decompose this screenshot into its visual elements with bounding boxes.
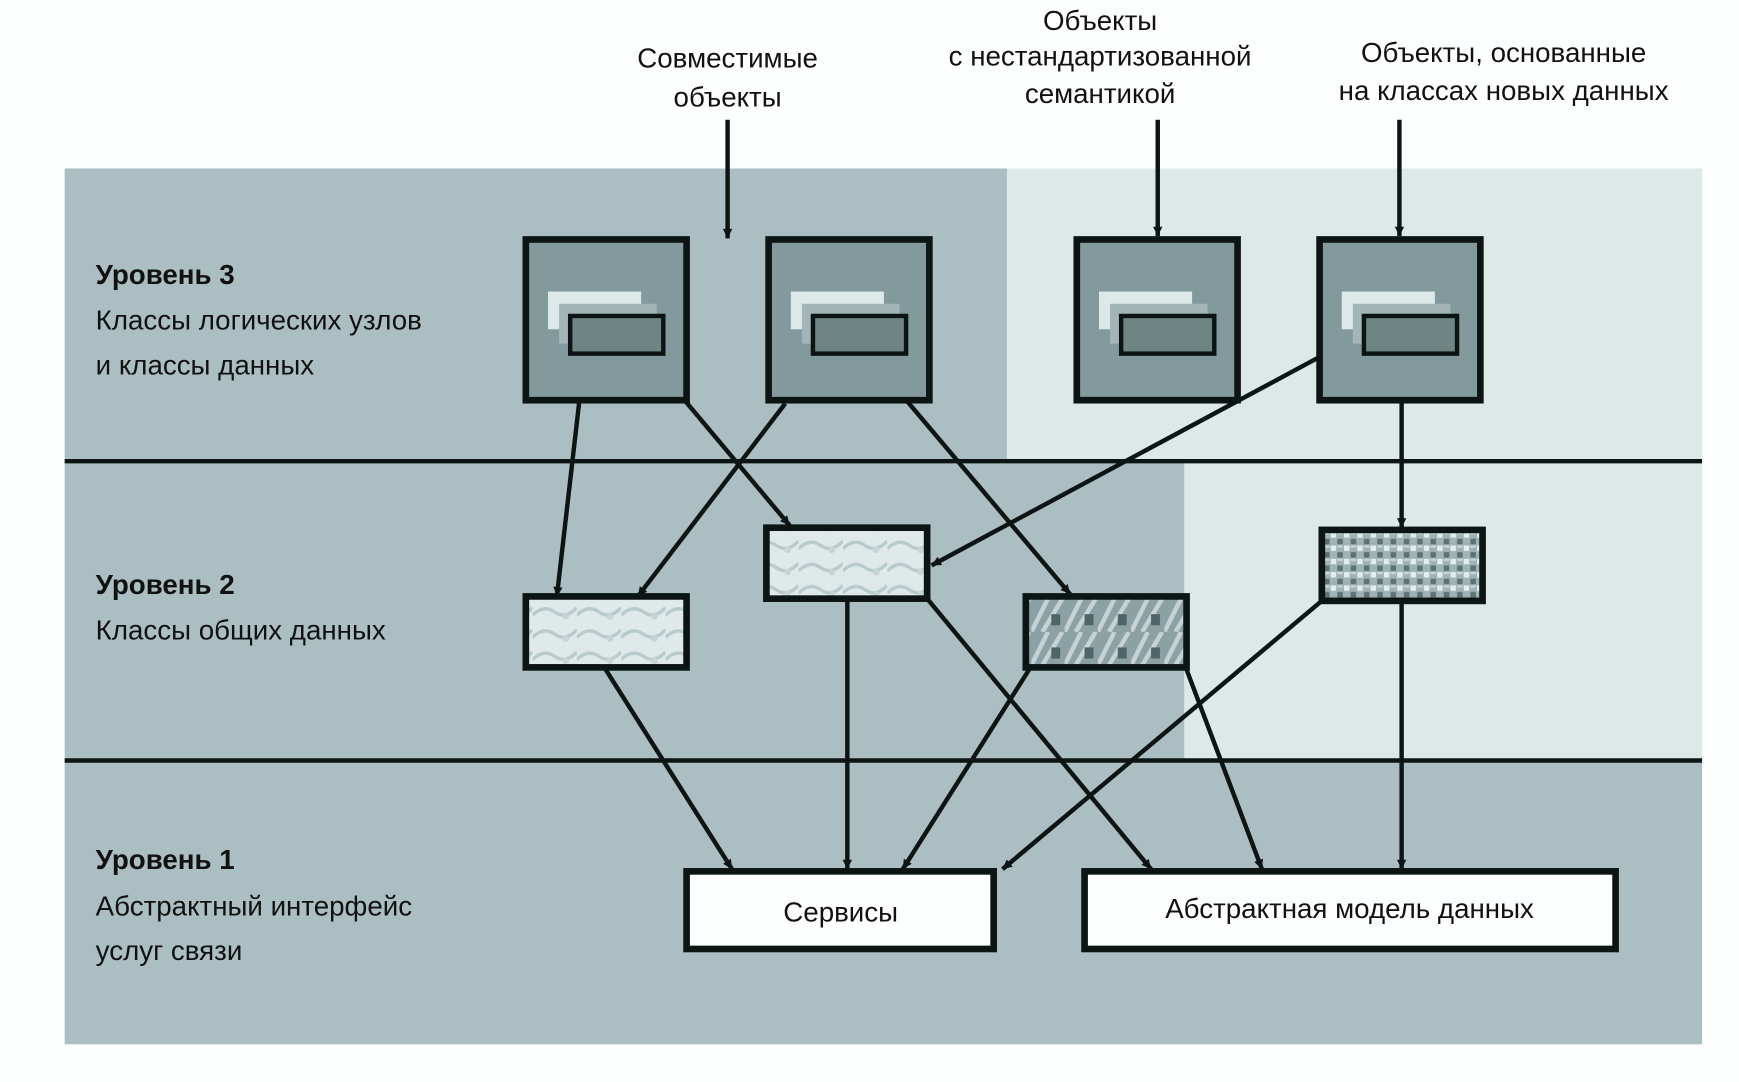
logical-node-2[interactable] xyxy=(765,236,933,404)
svg-text:Объекты: Объекты xyxy=(1043,5,1157,36)
common-data-class-1[interactable] xyxy=(522,593,690,671)
services-box[interactable]: Сервисы xyxy=(683,868,997,953)
edges xyxy=(553,119,1407,871)
common-data-class-3[interactable] xyxy=(1022,593,1190,671)
svg-text:Классы общих данных: Классы общих данных xyxy=(96,615,386,646)
abstract-data-model-box[interactable]: Абстрактная модель данных xyxy=(1081,868,1619,953)
logical-node-4[interactable] xyxy=(1316,236,1484,404)
svg-text:Уровень 2: Уровень 2 xyxy=(96,569,235,600)
abstract-data-model-label: Абстрактная модель данных xyxy=(1165,893,1534,924)
caption-nonstandard-objects: Объекты с нестандартизованной семантикой xyxy=(949,5,1252,109)
edge-cdc4-services xyxy=(1001,599,1324,871)
svg-text:Абстрактный интерфейс: Абстрактный интерфейс xyxy=(96,891,413,922)
node-icon-front xyxy=(1361,313,1460,356)
level3-label: Уровень 3 Классы логических узлов и клас… xyxy=(96,259,422,381)
edge-ln4-cdc2 xyxy=(930,355,1321,568)
edge-ln1-cdc1 xyxy=(553,403,582,597)
level2-label: Уровень 2 Классы общих данных xyxy=(96,569,386,645)
svg-text:на классах новых данных: на классах новых данных xyxy=(1339,75,1669,106)
edge-cdc3-services xyxy=(900,668,1032,871)
edge-cdc2-model xyxy=(925,597,1153,871)
svg-text:и классы данных: и классы данных xyxy=(96,350,315,381)
common-data-class-2[interactable] xyxy=(763,524,931,602)
svg-text:объекты: объекты xyxy=(674,81,782,112)
svg-text:Объекты, основанные: Объекты, основанные xyxy=(1361,37,1646,68)
svg-text:Совместимые: Совместимые xyxy=(637,43,818,74)
edge-cdc1-services xyxy=(603,668,734,871)
svg-text:Классы логических узлов: Классы логических узлов xyxy=(96,304,422,335)
edge-ln2-cdc3 xyxy=(905,399,1072,596)
svg-text:Уровень 3: Уровень 3 xyxy=(96,259,235,290)
svg-text:услуг связи: услуг связи xyxy=(96,935,243,966)
panel-level2-right xyxy=(1184,461,1703,761)
level1-label: Уровень 1 Абстрактный интерфейс услуг св… xyxy=(96,844,413,966)
caption-compatible-objects: Совместимые объекты xyxy=(637,43,818,113)
svg-text:Уровень 1: Уровень 1 xyxy=(96,844,235,875)
services-label: Сервисы xyxy=(783,896,898,927)
node-icon-front xyxy=(810,313,909,356)
svg-text:семантикой: семантикой xyxy=(1025,78,1176,109)
caption-new-data-objects: Объекты, основанные на классах новых дан… xyxy=(1339,37,1669,106)
svg-text:с нестандартизованной: с нестандартизованной xyxy=(949,40,1252,71)
logical-node-1[interactable] xyxy=(522,236,690,404)
common-data-class-4[interactable] xyxy=(1318,526,1486,605)
node-icon-front xyxy=(567,313,666,356)
logical-node-3[interactable] xyxy=(1073,236,1241,404)
node-icon-front xyxy=(1118,313,1217,356)
edge-ln2-cdc1 xyxy=(636,402,788,598)
